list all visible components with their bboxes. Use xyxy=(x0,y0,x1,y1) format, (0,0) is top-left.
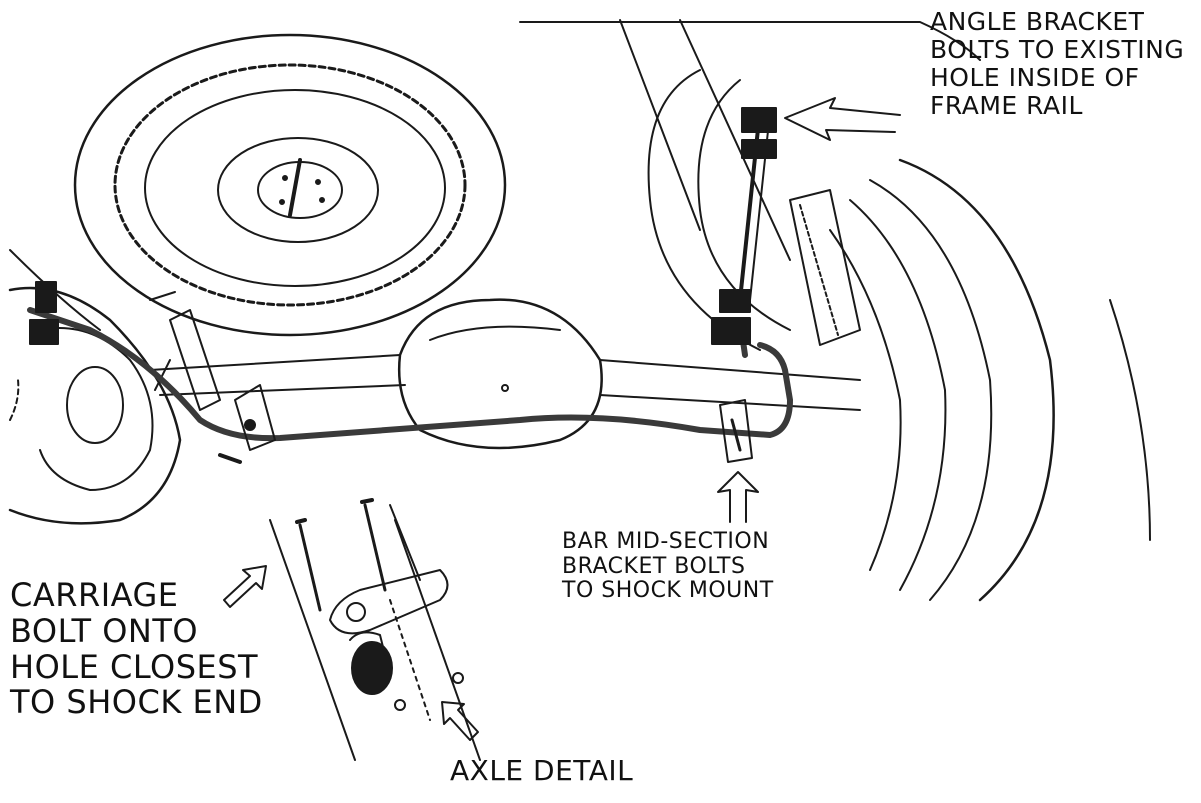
left-bushing xyxy=(29,281,59,345)
callout-mid-section: BAR MID-SECTION BRACKET BOLTS TO SHOCK M… xyxy=(562,529,774,604)
end-link xyxy=(711,107,777,345)
right-wheel xyxy=(829,158,1151,602)
arrow-mid-section xyxy=(717,471,759,523)
callout-carriage-bolt-line-4: TO SHOCK END xyxy=(10,683,263,722)
axle-detail-inset xyxy=(269,498,481,761)
callout-carriage-bolt: CARRIAGE BOLT ONTO HOLE CLOSEST TO SHOCK… xyxy=(10,576,263,722)
arrow-angle-bracket xyxy=(784,97,901,141)
mid-section-bracket xyxy=(719,399,753,463)
callout-angle-bracket: ANGLE BRACKET BOLTS TO EXISTING HOLE INS… xyxy=(930,8,1184,120)
arrow-carriage-bolt xyxy=(223,565,267,608)
left-axle-bracket xyxy=(218,384,276,464)
spare-tire xyxy=(73,33,507,337)
callout-axle-detail: AXLE DETAIL xyxy=(450,754,634,787)
callout-angle-bracket-line-3: HOLE INSIDE OF xyxy=(930,63,1140,92)
callout-angle-bracket-line-2: BOLTS TO EXISTING xyxy=(930,35,1185,64)
axle-tube xyxy=(149,354,861,411)
arrow-axle-detail xyxy=(441,701,479,741)
callout-mid-section-line-3: TO SHOCK MOUNT xyxy=(562,578,774,604)
callout-angle-bracket-line-4: FRAME RAIL xyxy=(930,91,1083,120)
callout-angle-bracket-line-1: ANGLE BRACKET xyxy=(930,7,1145,36)
callout-carriage-bolt-line-1: CARRIAGE xyxy=(10,576,179,614)
callout-mid-section-line-2: BRACKET BOLTS xyxy=(562,553,746,579)
body-outline xyxy=(9,19,981,331)
callout-carriage-bolt-line-3: HOLE CLOSEST xyxy=(10,647,259,686)
left-shock xyxy=(149,291,221,411)
sway-bar xyxy=(27,307,793,442)
callout-carriage-bolt-line-2: BOLT ONTO xyxy=(10,611,199,650)
callout-mid-section-line-1: BAR MID-SECTION xyxy=(562,529,770,554)
spring-bracket xyxy=(789,189,861,346)
callout-axle-detail-text: AXLE DETAIL xyxy=(450,754,634,787)
